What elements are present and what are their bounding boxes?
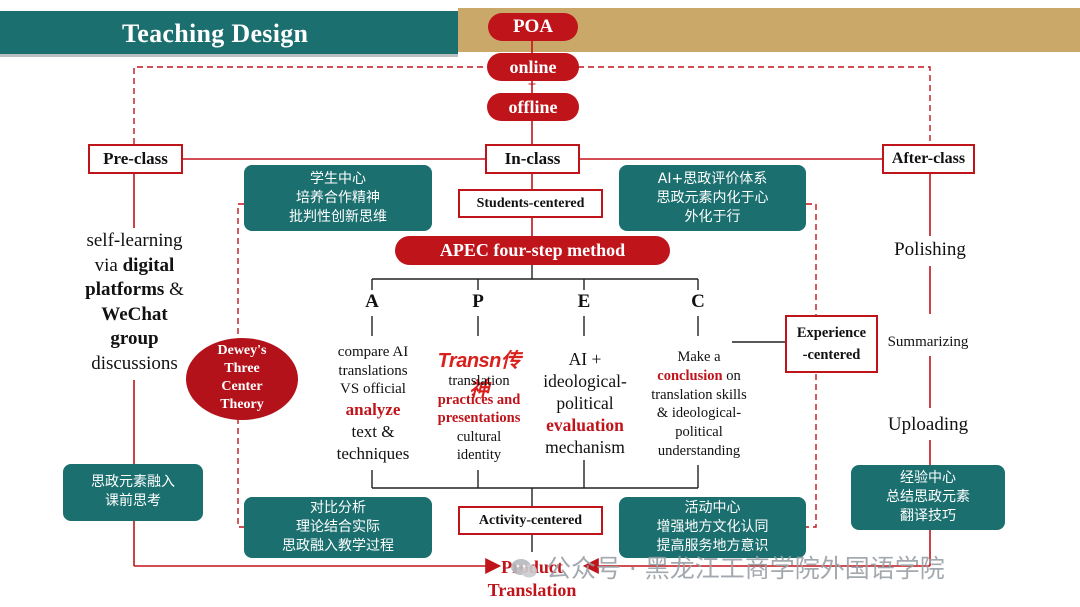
dewey-line: Dewey's [217, 343, 267, 358]
dewey-line: Center [221, 379, 263, 394]
step-a-keyword: analyze [345, 399, 401, 419]
after-class-teal-box: 经验中心 总结思政元素 翻译技巧 [851, 465, 1005, 530]
dewey-theory-circle: Dewey's Three Center Theory [186, 338, 298, 420]
step-letter-e: E [577, 291, 591, 312]
teal-line: AI+思政评价体系 [657, 171, 768, 187]
teal-line: 培养合作精神 [296, 190, 380, 206]
step-p-line: translation [448, 373, 510, 389]
step-a-line: text & [351, 421, 395, 441]
step-p-line: cultural [456, 428, 502, 445]
step-e-line: ideological- [543, 371, 627, 391]
experience-line: -centered [802, 347, 861, 363]
online-pill: online [487, 53, 579, 81]
pre-line-2: via digital [94, 254, 175, 276]
watermark-text: 公众号 · 黑龙江工商学院外国语学院 [545, 554, 945, 583]
teal-line: 提高服务地方意识 [656, 538, 769, 554]
step-c-word: on [726, 367, 741, 384]
teal-line: 翻译技巧 [900, 508, 956, 524]
teal-line: 经验中心 [900, 470, 956, 486]
step-a-text: compare AI translations VS official anal… [322, 343, 424, 465]
pre-teal-line-2: 课前思考 [105, 493, 161, 509]
wechat-watermark: 公众号 · 黑龙江工商学院外国语学院 [510, 549, 945, 585]
step-letter-a: A [365, 291, 379, 312]
pre-line-4: WeChat [101, 303, 168, 325]
offline-pill: offline [487, 93, 579, 121]
step-c-line: Make a [677, 349, 721, 365]
teal-line: 思政元素内化于心 [656, 190, 769, 206]
ai-evaluation-teal-box: AI+思政评价体系 思政元素内化于心 外化于行 [619, 165, 806, 231]
wechat-icon [510, 557, 538, 579]
activity-centered-box: Activity-centered [458, 506, 603, 535]
pre-class-teal-box: 思政元素融入 课前思考 [63, 464, 203, 521]
step-p-keyword: practices and [437, 391, 521, 408]
students-centered-box: Students-centered [458, 189, 603, 218]
teal-line: 总结思政元素 [886, 489, 970, 505]
step-p-line: identity [456, 447, 502, 463]
dewey-line: Three [224, 361, 260, 376]
pre-class-box: Pre-class [88, 144, 183, 174]
pre-line-3: platforms & [85, 279, 184, 300]
in-class-box: In-class [485, 144, 580, 174]
product-line: Translation [487, 580, 577, 600]
dewey-line: Theory [220, 397, 264, 412]
comparative-analysis-teal-box: 对比分析 理论结合实际 思政融入教学过程 [244, 497, 432, 558]
step-e-line: AI + [568, 349, 602, 369]
step-e-text: AI + ideological- political evaluation m… [534, 348, 636, 458]
pre-line-5: group [110, 328, 159, 349]
step-e-line: political [556, 393, 614, 413]
step-c-keyword: conclusion [657, 367, 723, 384]
step-c-line: political [675, 424, 723, 441]
summarizing-label: Summarizing [887, 334, 969, 350]
teal-line: 理论结合实际 [296, 519, 380, 535]
after-class-box: After-class [882, 144, 975, 174]
student-center-teal-box: 学生中心 培养合作精神 批判性创新思维 [244, 165, 432, 231]
teal-line: 思政融入教学过程 [282, 538, 394, 554]
teal-line: 学生中心 [310, 171, 366, 187]
step-c-text: Make a conclusion on translation skills … [640, 348, 758, 461]
activity-center-teal-box: 活动中心 增强地方文化认同 提高服务地方意识 [619, 497, 806, 558]
step-letter-p: P [472, 291, 484, 312]
poa-pill: POA [488, 13, 578, 41]
experience-line: Experience [796, 325, 867, 341]
pre-teal-line-1: 思政元素融入 [91, 474, 175, 490]
teal-line: 增强地方文化认同 [656, 519, 769, 535]
step-a-line: translations [338, 362, 408, 379]
step-p-text: translation practices and presentations … [428, 372, 530, 465]
step-p-keyword: presentations [437, 410, 521, 426]
step-a-line: techniques [336, 443, 410, 463]
teal-line: 批判性创新思维 [289, 209, 387, 225]
step-c-line: & ideological- [656, 405, 742, 422]
step-c-line: understanding [657, 442, 741, 459]
step-a-line: VS official [340, 381, 406, 397]
polishing-label: Polishing [894, 239, 966, 260]
teal-line: 对比分析 [310, 500, 366, 516]
experience-centered-box: Experience -centered [785, 315, 878, 373]
step-letter-c: C [691, 291, 705, 312]
uploading-label: Uploading [887, 414, 969, 435]
page-title: Teaching Design [122, 19, 309, 48]
apec-pill: APEC four-step method [395, 236, 670, 265]
title-bar: Teaching Design [0, 11, 458, 57]
plus-sign: + [527, 77, 537, 93]
teal-line: 外化于行 [684, 209, 741, 225]
pre-line-1: self-learning [86, 230, 183, 251]
step-a-line: compare AI [337, 344, 409, 360]
pre-class-description: self-learning via digital platforms & We… [62, 229, 207, 376]
step-e-line: mechanism [545, 437, 625, 457]
pre-line-6: discussions [91, 352, 178, 374]
transn-logo: Transn传神 [437, 350, 521, 401]
step-c-line: conclusion on [640, 367, 758, 386]
teal-line: 活动中心 [684, 500, 741, 516]
step-c-line: translation skills [651, 386, 747, 403]
step-e-keyword: evaluation [546, 415, 624, 435]
